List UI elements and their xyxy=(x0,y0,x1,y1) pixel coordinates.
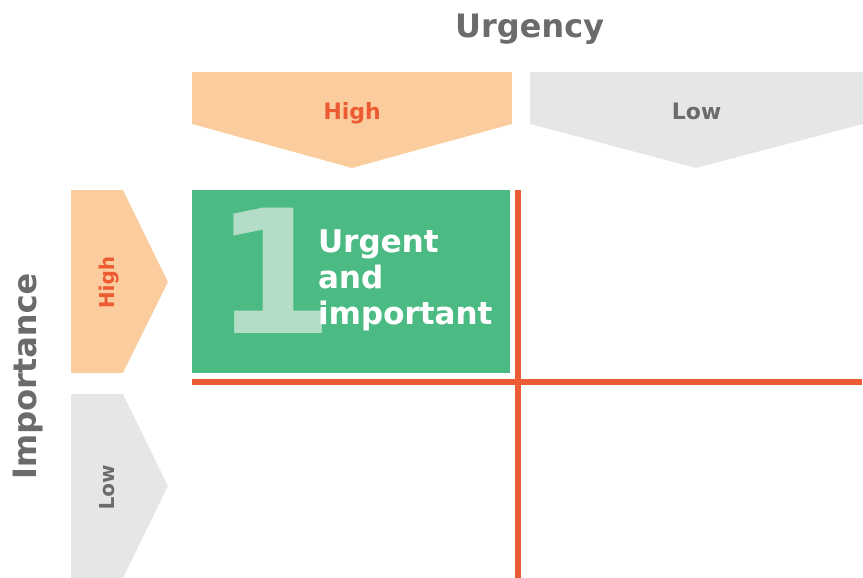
importance-low-header: Low xyxy=(71,394,168,578)
urgency-axis-title: Urgency xyxy=(455,7,604,45)
quadrant-label-line-1: Urgent xyxy=(318,224,439,260)
quadrant-number: 1 xyxy=(214,173,334,374)
importance-high-label: High xyxy=(95,255,119,309)
importance-high-shape xyxy=(71,190,168,373)
importance-high-header: High xyxy=(71,190,168,373)
importance-axis-title: Importance xyxy=(6,272,44,479)
urgency-low-shape xyxy=(530,72,863,168)
quadrant-urgent-important: 1 Urgent and important xyxy=(192,173,510,374)
horizontal-divider xyxy=(192,379,862,385)
quadrant-label: Urgent and important xyxy=(318,224,498,332)
quadrant-label-line-3: important xyxy=(318,296,493,332)
importance-low-label: Low xyxy=(95,464,119,510)
urgency-high-shape xyxy=(192,72,512,168)
importance-low-shape xyxy=(71,394,168,578)
quadrant-label-line-2: and xyxy=(318,260,384,296)
urgency-high-header: High xyxy=(192,72,512,168)
urgency-low-label: Low xyxy=(671,100,722,125)
urgency-high-label: High xyxy=(323,100,381,125)
urgency-low-header: Low xyxy=(530,72,863,168)
